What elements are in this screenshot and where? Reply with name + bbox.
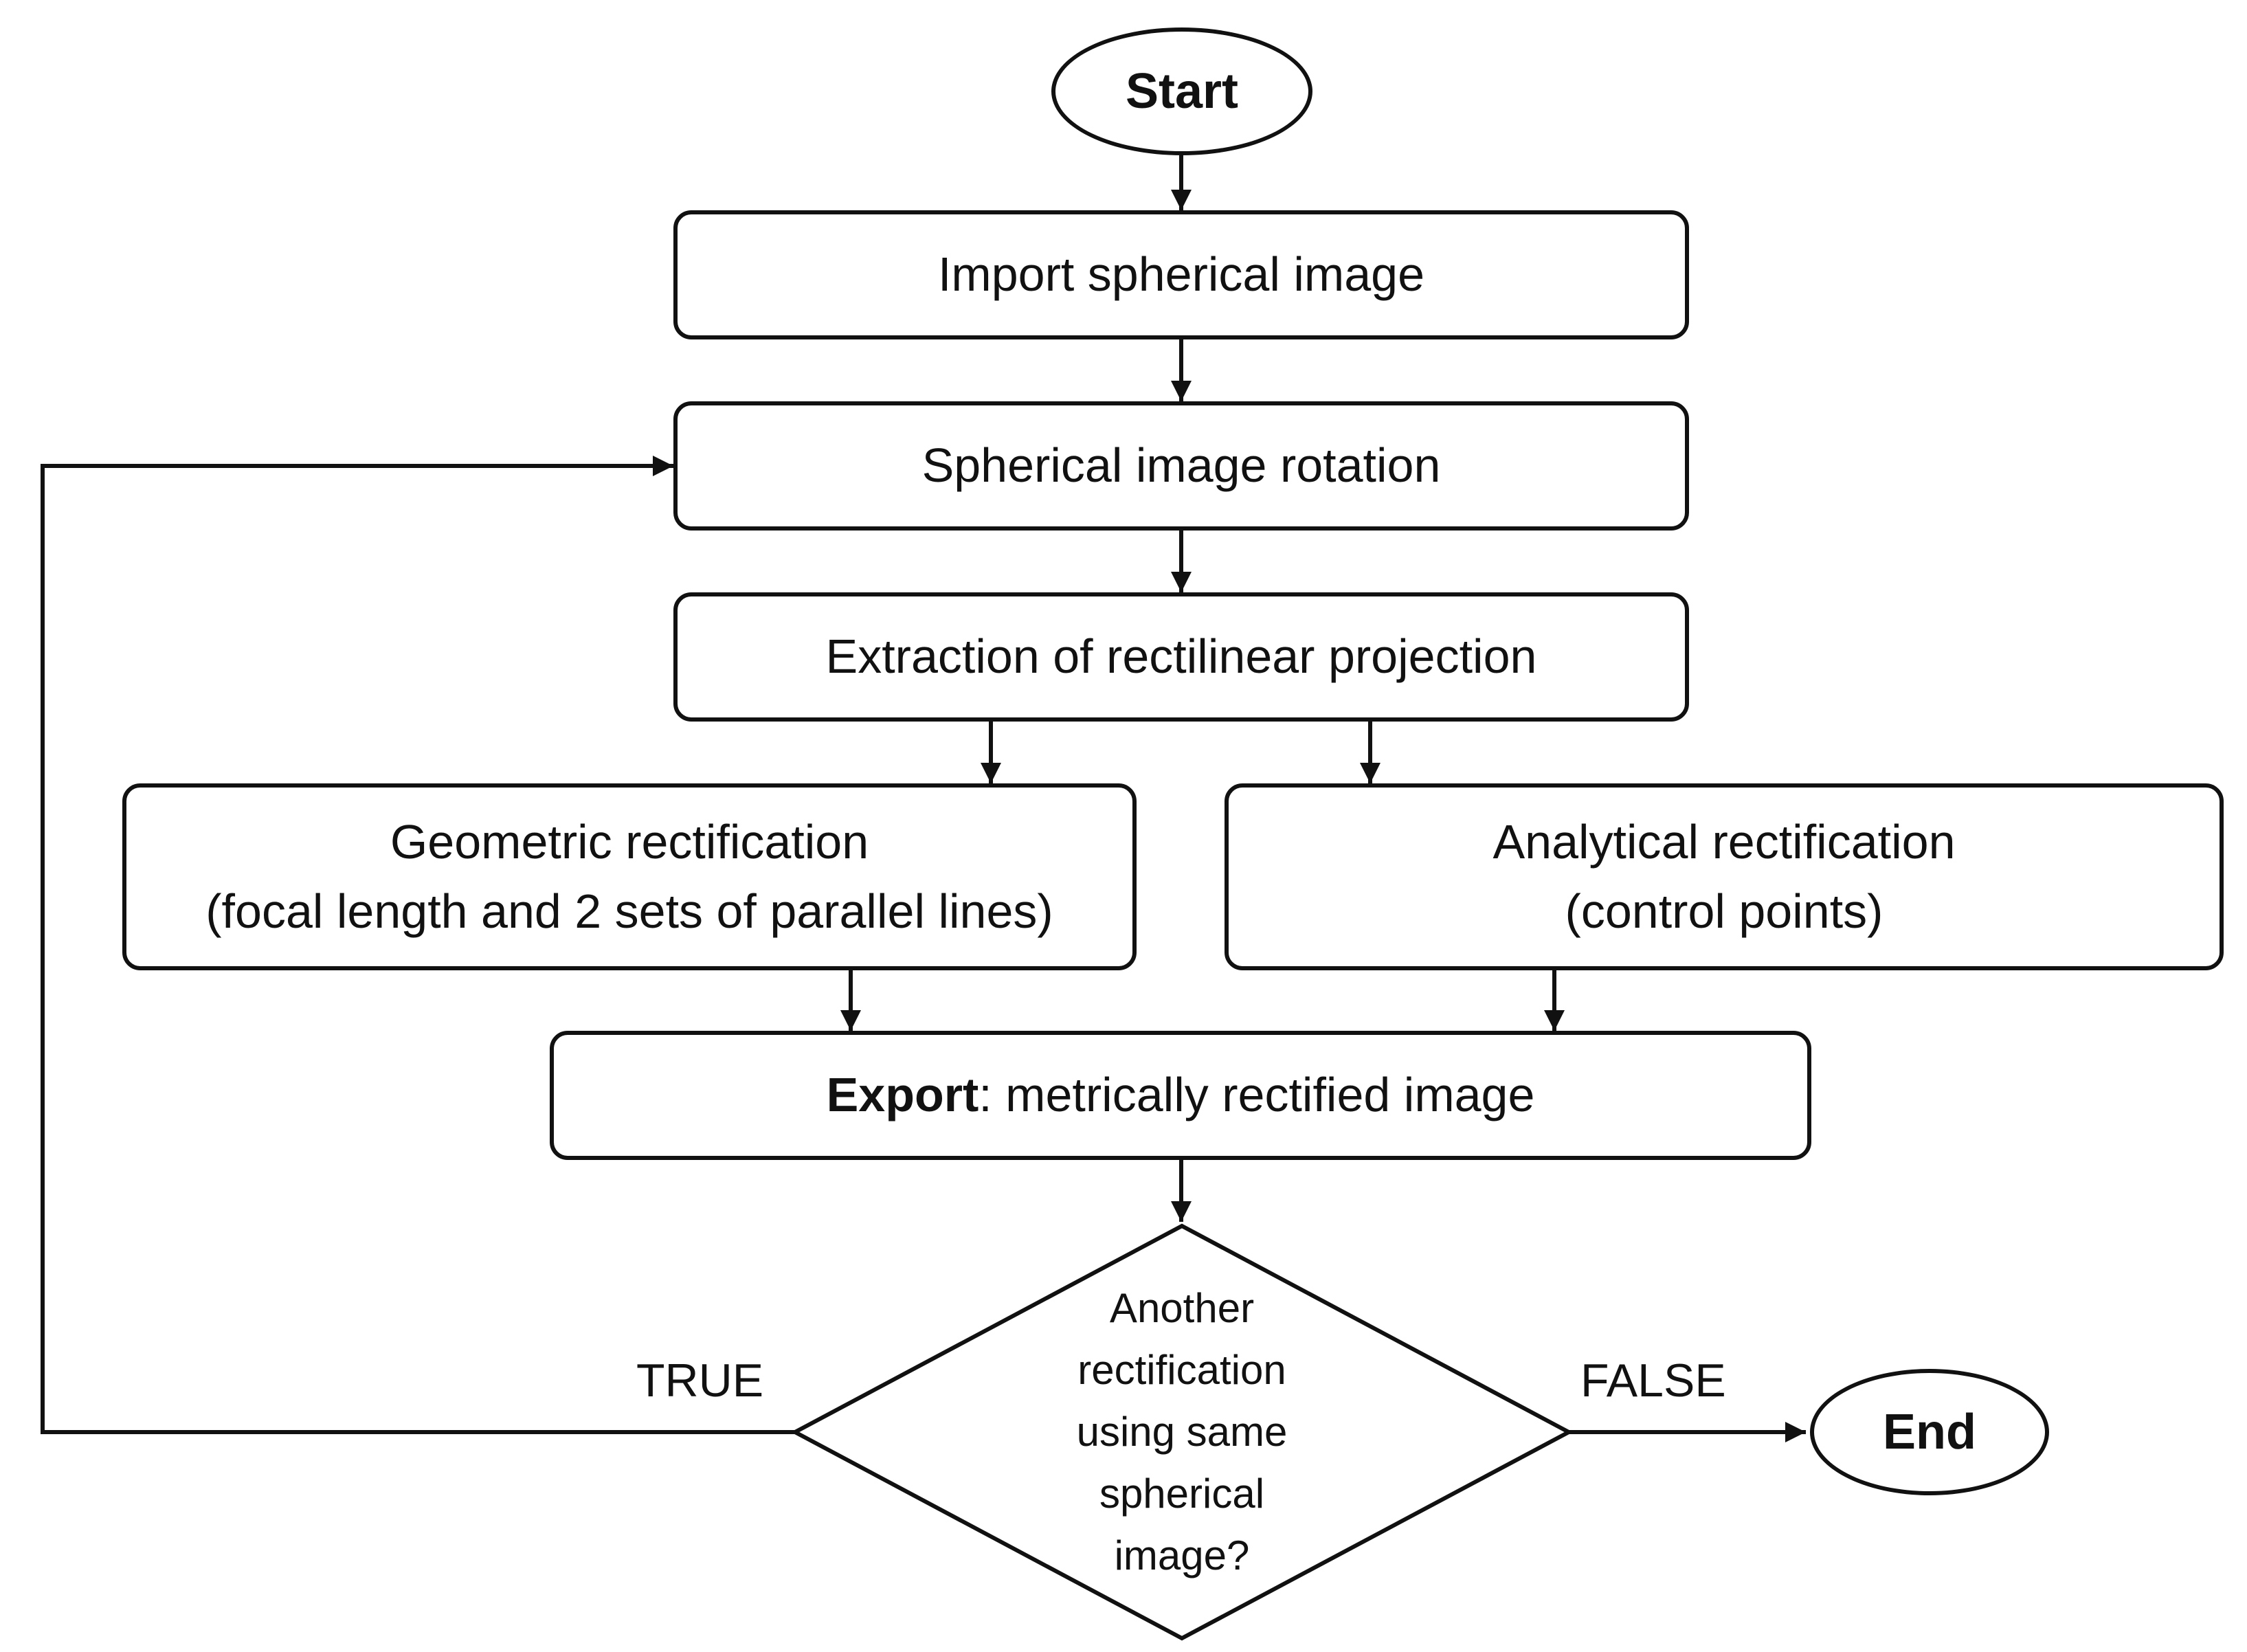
decision-line: using same [1076,1409,1288,1455]
analytical-title: Analytical rectification [1493,814,1956,869]
rotation-step: Spherical image rotation [673,401,1689,531]
extraction-step: Extraction of rectilinear projection [673,592,1689,722]
decision-line: image? [1114,1532,1250,1578]
start-terminal: Start [1051,27,1312,155]
geometric-subtitle: (focal length and 2 sets of parallel lin… [205,884,1053,938]
import-label: Import spherical image [937,247,1425,302]
rotation-label: Spherical image rotation [921,438,1441,493]
export-step: Export: metrically rectified image [550,1031,1811,1160]
geometric-rectification-step: Geometric rectification (focal length an… [122,783,1137,970]
false-edge-label: FALSE [1580,1354,1726,1407]
start-label: Start [1125,64,1239,119]
decision-line: Another [1109,1285,1255,1331]
decision-line: rectification [1077,1347,1286,1393]
extraction-label: Extraction of rectilinear projection [825,629,1537,684]
arrow-true-loop-to-rotation [41,456,795,1434]
analytical-subtitle: (control points) [1565,884,1883,938]
geometric-title: Geometric rectification [390,814,869,869]
decision-line: spherical [1099,1471,1265,1517]
analytical-rectification-step: Analytical rectification (control points… [1225,783,2224,970]
decision-text: Another rectification using same spheric… [962,1281,1402,1583]
end-terminal: End [1810,1369,2049,1495]
true-edge-label: TRUE [636,1354,764,1407]
import-step: Import spherical image [673,210,1689,339]
decision-diamond [790,1223,1574,1641]
export-rest-label: : metrically rectified image [979,1068,1535,1122]
export-bold-label: Export [826,1068,979,1122]
end-label: End [1883,1405,1976,1460]
